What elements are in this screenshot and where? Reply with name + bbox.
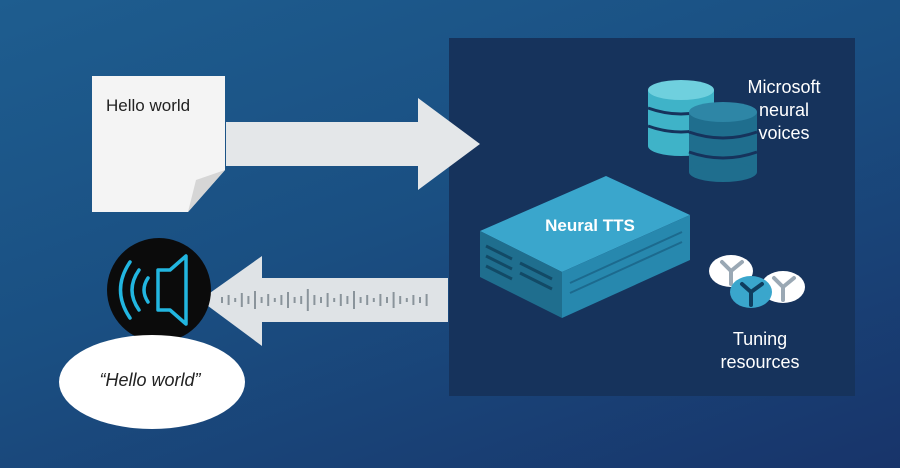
tuning-label-line: resources — [720, 352, 800, 372]
tuning-label: Tuning resources — [700, 328, 820, 374]
spoken-output-text: “Hello world” — [99, 370, 201, 390]
voices-label-line: neural — [758, 100, 810, 120]
tuning-knobs-icon — [709, 255, 805, 308]
arrow-right-icon — [226, 98, 480, 190]
input-text: Hello world — [106, 96, 191, 115]
database-icon — [647, 80, 758, 182]
arrow-left-waveform-icon — [200, 256, 448, 346]
speech-bubble — [59, 335, 245, 429]
voices-label: Microsoft neural voices — [728, 76, 840, 145]
neural-tts-label: Neural TTS — [545, 216, 635, 235]
speaker-icon — [107, 238, 211, 342]
voices-label-line: voices — [758, 123, 810, 143]
tuning-label-line: Tuning — [732, 329, 788, 349]
server-icon — [480, 176, 690, 318]
document-icon — [92, 76, 225, 212]
voices-label-line: Microsoft — [747, 77, 821, 97]
